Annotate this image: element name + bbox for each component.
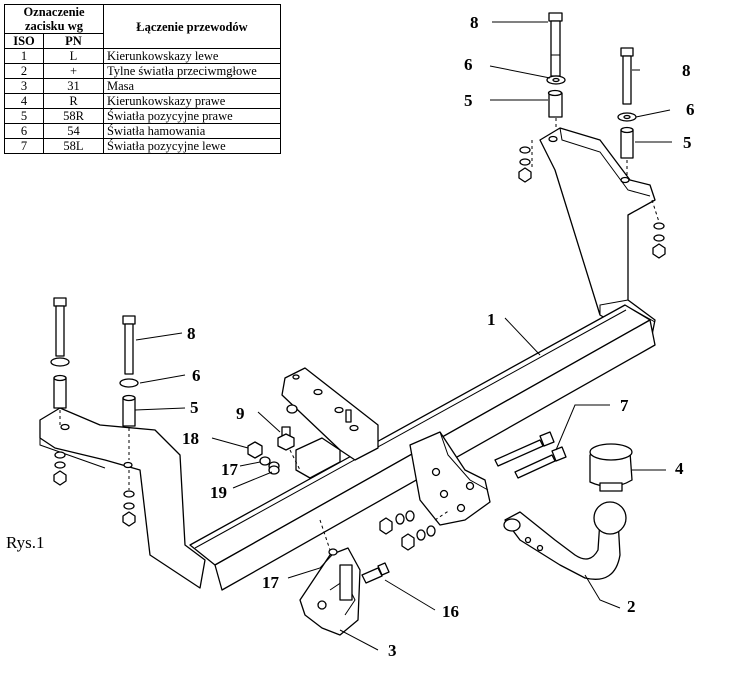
desc-cell: Tylne światła przeciwmgłowe bbox=[103, 63, 281, 79]
nut-stack-right bbox=[652, 222, 666, 259]
callout-6-top: 6 bbox=[464, 55, 473, 74]
nut-stack-left bbox=[122, 490, 136, 527]
spring-washer-19 bbox=[268, 461, 280, 475]
bolt-16 bbox=[361, 562, 390, 584]
right-mounting-bracket bbox=[539, 127, 656, 346]
callout-7: 7 bbox=[620, 396, 629, 415]
bolt-8-top bbox=[548, 12, 563, 77]
callout-1: 1 bbox=[487, 310, 496, 329]
callout-17-a: 17 bbox=[221, 460, 239, 479]
center-bracket-plate bbox=[281, 367, 379, 479]
ball-cover-4 bbox=[589, 443, 633, 492]
nut-stack-left-far bbox=[53, 451, 67, 486]
table-row: 2+Tylne światła przeciwmgłowe bbox=[4, 63, 281, 79]
callout-3: 3 bbox=[388, 641, 397, 660]
left-mounting-bracket bbox=[39, 407, 206, 589]
callout-6-left: 6 bbox=[192, 366, 201, 385]
tow-ball-neck-2 bbox=[503, 501, 627, 580]
desc-cell: Światła pozycyjne lewe bbox=[103, 138, 281, 154]
washer-small-icon bbox=[286, 404, 298, 414]
washer-6-left bbox=[119, 378, 139, 388]
spacer-5-top bbox=[547, 89, 563, 118]
bolt-left-far bbox=[53, 297, 67, 357]
spacer-5-left bbox=[122, 394, 136, 427]
callout-5-top: 5 bbox=[464, 91, 473, 110]
socket-plate-3 bbox=[299, 547, 361, 636]
callout-2: 2 bbox=[627, 597, 636, 616]
iso-header: ISO bbox=[4, 33, 44, 49]
spacer-5-right bbox=[620, 126, 634, 159]
terminal-header: Oznaczenie zacisku wg bbox=[4, 4, 104, 34]
callout-16: 16 bbox=[442, 602, 459, 621]
callout-18: 18 bbox=[182, 429, 199, 448]
bolt-9 bbox=[277, 426, 295, 451]
pn-cell: 58L bbox=[43, 138, 104, 154]
nut-18 bbox=[247, 441, 263, 459]
callout-4: 4 bbox=[675, 459, 684, 478]
spacer-left-far bbox=[53, 374, 67, 409]
nut-stack-upper-left bbox=[518, 146, 532, 183]
callout-8-left: 8 bbox=[187, 324, 196, 343]
desc-cell: Światła pozycyjne prawe bbox=[103, 108, 281, 124]
nut-washer-row bbox=[379, 509, 451, 551]
washer-17a bbox=[259, 456, 271, 466]
bolt-7-pair bbox=[494, 431, 567, 479]
callout-5-left: 5 bbox=[190, 398, 199, 417]
wiring-header: Łączenie przewodów bbox=[103, 4, 281, 49]
callout-9: 9 bbox=[236, 404, 245, 423]
callout-8-top: 8 bbox=[470, 13, 479, 32]
bolt-8-left bbox=[122, 315, 136, 375]
wiring-table: Oznaczenie zacisku wg Łączenie przewodów… bbox=[4, 4, 281, 154]
washer-6-top bbox=[546, 75, 566, 85]
ball-mount-bracket bbox=[409, 431, 491, 526]
desc-cell: Kierunkowskazy prawe bbox=[103, 93, 281, 109]
leader-lines bbox=[134, 21, 672, 651]
callout-19: 19 bbox=[210, 483, 227, 502]
callout-5-right: 5 bbox=[683, 133, 692, 152]
callout-6-right: 6 bbox=[686, 100, 695, 119]
figure-label: Rys.1 bbox=[6, 533, 45, 552]
desc-cell: Światła hamowania bbox=[103, 123, 281, 139]
callout-8-right: 8 bbox=[682, 61, 691, 80]
washer-6-right bbox=[617, 112, 637, 122]
callout-17-b: 17 bbox=[262, 573, 280, 592]
washer-left-far bbox=[50, 357, 70, 367]
bolt-8-right bbox=[620, 47, 634, 105]
